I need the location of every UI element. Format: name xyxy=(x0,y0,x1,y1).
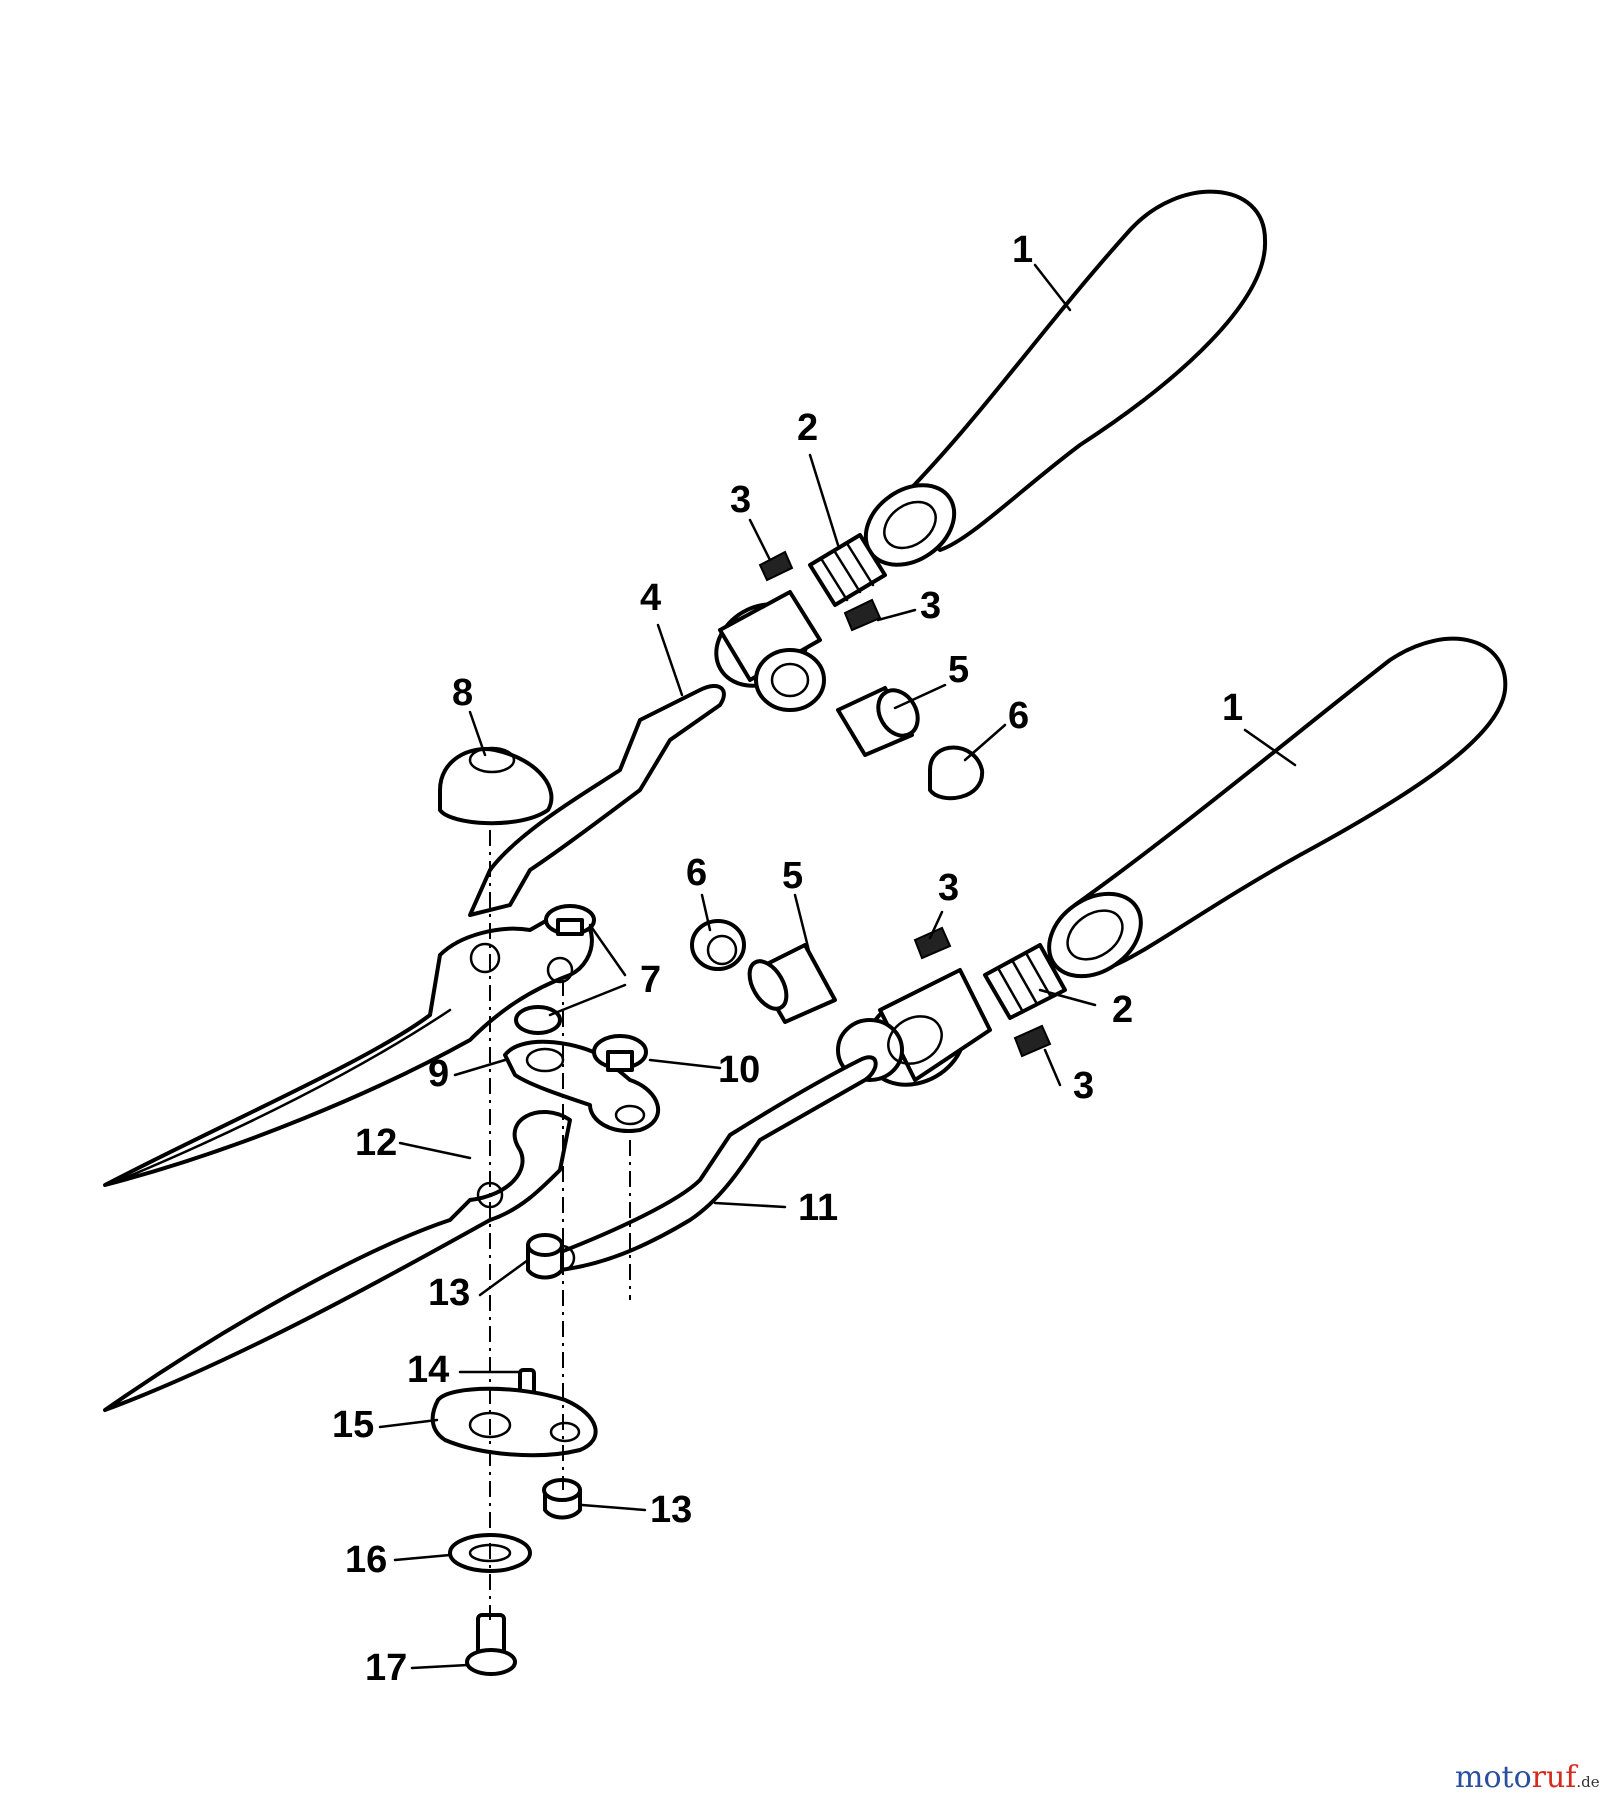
callout-1-lower-handle: 1 xyxy=(1222,687,1243,729)
callout-17-pivot-bolt: 17 xyxy=(365,1647,407,1689)
collar-lower xyxy=(836,968,992,1087)
callout-labels: 1 2 3 3 4 5 6 8 1 6 5 3 7 2 9 10 3 12 11… xyxy=(332,229,1243,1689)
callout-8-knob: 8 xyxy=(452,672,473,714)
clip-lower-b xyxy=(1013,1024,1052,1058)
clip-upper-b xyxy=(843,598,882,632)
callout-13-nut-lower: 13 xyxy=(650,1489,692,1531)
callout-7-screws: 7 xyxy=(640,959,661,1001)
callout-3-lower-clip-a: 3 xyxy=(938,867,959,909)
adjustment-knob xyxy=(438,746,554,826)
pivot-plate xyxy=(430,1386,598,1458)
clip-upper-a xyxy=(758,550,794,582)
callout-4-upper-arm: 4 xyxy=(640,577,661,619)
cap-upper xyxy=(928,745,985,801)
callout-16-washer: 16 xyxy=(345,1539,387,1581)
callout-15-pivot-plate: 15 xyxy=(332,1404,374,1446)
callout-10-link-screw: 10 xyxy=(718,1049,760,1091)
callout-11-lower-arm: 11 xyxy=(798,1187,838,1229)
callout-3-lower-clip-b: 3 xyxy=(1073,1065,1094,1107)
bushing-upper xyxy=(836,686,920,757)
callout-6-lower-cap: 6 xyxy=(686,852,707,894)
nut-upper xyxy=(526,1233,564,1280)
brand-part2: ruf xyxy=(1531,1760,1577,1795)
cap-lower xyxy=(690,919,746,971)
brand-part3: .de xyxy=(1576,1773,1600,1791)
pivot-bolt xyxy=(465,1613,517,1676)
mount-screw-middle xyxy=(514,1005,562,1035)
callout-1-upper-handle: 1 xyxy=(1012,229,1033,271)
handle-lower xyxy=(1047,636,1508,979)
bushing-lower xyxy=(747,943,837,1024)
callout-9-link-plate: 9 xyxy=(428,1053,449,1095)
assembly-axes xyxy=(489,830,631,1620)
leader-lines xyxy=(378,263,1297,1670)
link-screw xyxy=(592,1034,648,1072)
ferrule-upper xyxy=(808,533,887,607)
brand-part1: moto xyxy=(1455,1760,1532,1795)
brand-watermark: motoruf.de xyxy=(1455,1760,1600,1795)
callout-14-pin: 14 xyxy=(407,1349,449,1391)
mount-screw-upper xyxy=(544,904,596,936)
blade-upper xyxy=(103,684,726,1187)
ferrule-lower xyxy=(983,943,1067,1020)
link-plate xyxy=(503,1039,661,1133)
callout-6-upper-cap: 6 xyxy=(1008,695,1029,737)
callout-5-upper-bushing: 5 xyxy=(948,649,969,691)
callout-2-upper-ferrule: 2 xyxy=(797,407,818,449)
callout-3-upper-clip-a: 3 xyxy=(730,479,751,521)
collar-upper xyxy=(714,590,826,712)
callout-13-nut-upper: 13 xyxy=(428,1272,470,1314)
callout-3-upper-clip-b: 3 xyxy=(920,585,941,627)
callout-5-lower-bushing: 5 xyxy=(782,855,803,897)
callout-12-lower-blade: 12 xyxy=(355,1122,397,1164)
handle-upper xyxy=(863,189,1268,567)
callout-2-lower-ferrule: 2 xyxy=(1112,989,1133,1031)
